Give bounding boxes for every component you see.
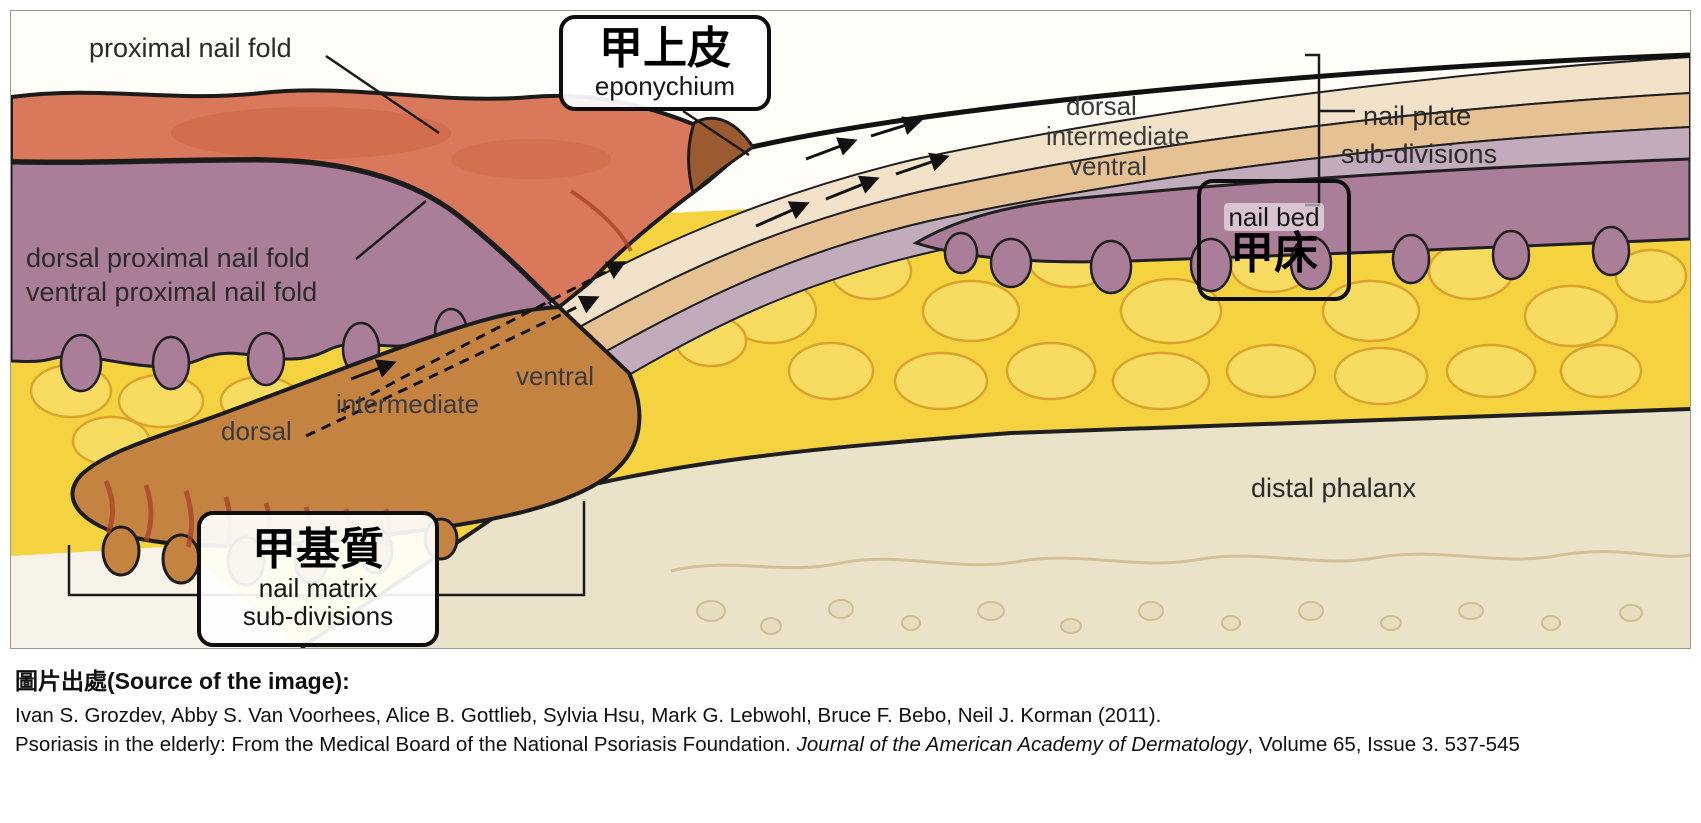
callout-nail-bed-en: nail bed xyxy=(1224,203,1324,232)
callout-eponychium: 甲上皮 eponychium xyxy=(559,15,771,111)
label-plate-intermediate: intermediate xyxy=(1046,121,1190,151)
source-volume-pages: , Volume 65, Issue 3. 537-545 xyxy=(1247,733,1520,757)
label-nail-plate: nail plate xyxy=(1363,101,1472,131)
label-proximal-nail-fold: proximal nail fold xyxy=(89,33,292,63)
source-heading: 圖片出處(Source of the image): xyxy=(15,668,350,694)
epithelium-left-fingers xyxy=(59,307,469,393)
callout-nail-matrix-subdivisions: sub-divisions xyxy=(242,601,394,632)
label-matrix-ventral: ventral xyxy=(516,361,595,391)
label-distal-phalanx: distal phalanx xyxy=(1251,473,1417,503)
callout-nail-bed: nail bed 甲床 xyxy=(1197,179,1351,301)
callout-eponychium-zh: 甲上皮 xyxy=(599,23,731,73)
nail-bed-fingers xyxy=(943,225,1631,295)
phalanx-texture-wave xyxy=(670,550,1690,573)
region-distal-phalanx xyxy=(301,409,1690,648)
source-article-title: Psoriasis in the elderly: From the Medic… xyxy=(15,733,797,757)
growth-arrows xyxy=(350,116,950,381)
region-proximal-nail-fold xyxy=(11,88,750,310)
source-journal: Journal of the American Academy of Derma… xyxy=(796,733,1248,757)
callout-eponychium-en: eponychium xyxy=(594,70,736,101)
source-authors: Ivan S. Grozdev, Abby S. Van Voorhees, A… xyxy=(15,704,1162,727)
nail-anatomy-figure: proximal nail fold dorsal intermediate v… xyxy=(10,10,1691,649)
callout-nail-matrix: 甲基質 nail matrix sub-divisions xyxy=(197,511,439,647)
label-dorsal-proximal-nail-fold: dorsal proximal nail fold xyxy=(26,243,310,273)
label-matrix-intermediate: intermediate xyxy=(336,389,480,419)
callout-nail-matrix-zh: 甲基質 xyxy=(252,525,384,575)
fold-shading-1 xyxy=(171,107,451,159)
label-plate-dorsal: dorsal xyxy=(1066,91,1137,121)
label-ventral-proximal-nail-fold: ventral proximal nail fold xyxy=(26,277,318,307)
source-title-line: Psoriasis in the elderly: From the Medic… xyxy=(15,730,1685,759)
region-nail-matrix xyxy=(70,304,642,548)
callout-nail-matrix-en: nail matrix xyxy=(258,572,378,603)
matrix-growth-dashed-arrows xyxy=(305,261,627,438)
fold-crease xyxy=(569,189,633,252)
label-plate-ventral: ventral xyxy=(1069,151,1148,181)
label-nail-plate-subdivisions: sub-divisions xyxy=(1341,139,1498,169)
callout-nail-bed-zh: 甲床 xyxy=(1230,229,1318,279)
label-matrix-dorsal: dorsal xyxy=(221,416,292,446)
fold-shading-2 xyxy=(451,139,611,179)
phalanx-texture-cells xyxy=(696,599,1643,635)
source-citation: 圖片出處(Source of the image): Ivan S. Grozd… xyxy=(15,662,1685,759)
plate-top-outline xyxy=(742,52,1690,152)
region-eponychium xyxy=(687,116,756,196)
plate-layer-ventral xyxy=(601,125,1690,377)
